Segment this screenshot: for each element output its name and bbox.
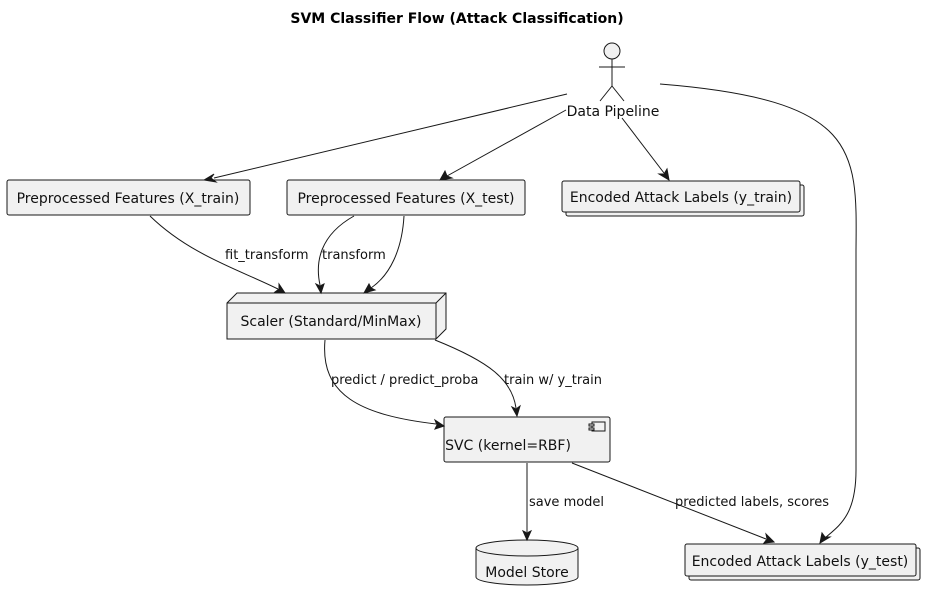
edge-scaler-to-svc-train: train w/ y_train (434, 339, 602, 418)
edge-pipeline-to-y-test (659, 83, 857, 545)
node-y-test-label: Encoded Attack Labels (y_test) (692, 554, 909, 570)
node-x-train[interactable]: Preprocessed Features (X_train) (6, 179, 251, 216)
edge-x-train-to-scaler: fit_transform (149, 215, 309, 294)
actor-label: Data Pipeline (567, 104, 660, 120)
edge-pipeline-to-x-test (439, 109, 567, 181)
node-svc-label: SVC (kernel=RBF) (445, 438, 571, 454)
node-model-store-label: Model Store (485, 565, 569, 581)
edge-label-transform: transform (322, 248, 386, 263)
edge-svc-to-model-store: save model (521, 463, 604, 542)
diagram-title: SVM Classifier Flow (Attack Classificati… (290, 11, 623, 27)
edge-pipeline-to-x-train (202, 93, 568, 183)
edge-label-save-model: save model (529, 495, 604, 510)
edge-pipeline-to-y-train (621, 117, 670, 181)
node-y-train-label: Encoded Attack Labels (y_train) (570, 190, 792, 206)
actor-head-icon (603, 42, 621, 60)
node-x-train-label: Preprocessed Features (X_train) (17, 191, 240, 207)
node-y-test[interactable]: Encoded Attack Labels (y_test) (684, 543, 921, 581)
node-x-test-label: Preprocessed Features (X_test) (297, 191, 514, 207)
edge-x-test-to-scaler-transform: transform (314, 215, 386, 295)
node-scaler-label: Scaler (Standard/MinMax) (241, 314, 422, 330)
node-x-test[interactable]: Preprocessed Features (X_test) (286, 179, 526, 216)
component-icon (588, 421, 606, 432)
node-y-train[interactable]: Encoded Attack Labels (y_train) (561, 180, 805, 217)
edge-scaler-to-svc-predict: predict / predict_proba (324, 339, 478, 430)
edge-label-fit-transform: fit_transform (225, 248, 309, 263)
edge-x-test-to-scaler (362, 215, 405, 294)
node-scaler[interactable]: Scaler (Standard/MinMax) (226, 292, 447, 340)
edge-label-predict: predict / predict_proba (331, 373, 478, 388)
node-svc[interactable]: SVC (kernel=RBF) (443, 416, 611, 463)
edge-label-train: train w/ y_train (504, 373, 602, 388)
node-model-store[interactable]: Model Store (475, 539, 579, 586)
edge-svc-to-y-test: predicted labels, scores (571, 462, 829, 544)
actor-data-pipeline[interactable]: Data Pipeline (567, 42, 660, 120)
actor-left-leg (599, 85, 613, 102)
actor-right-leg (611, 85, 625, 102)
edge-label-predicted: predicted labels, scores (675, 495, 829, 510)
